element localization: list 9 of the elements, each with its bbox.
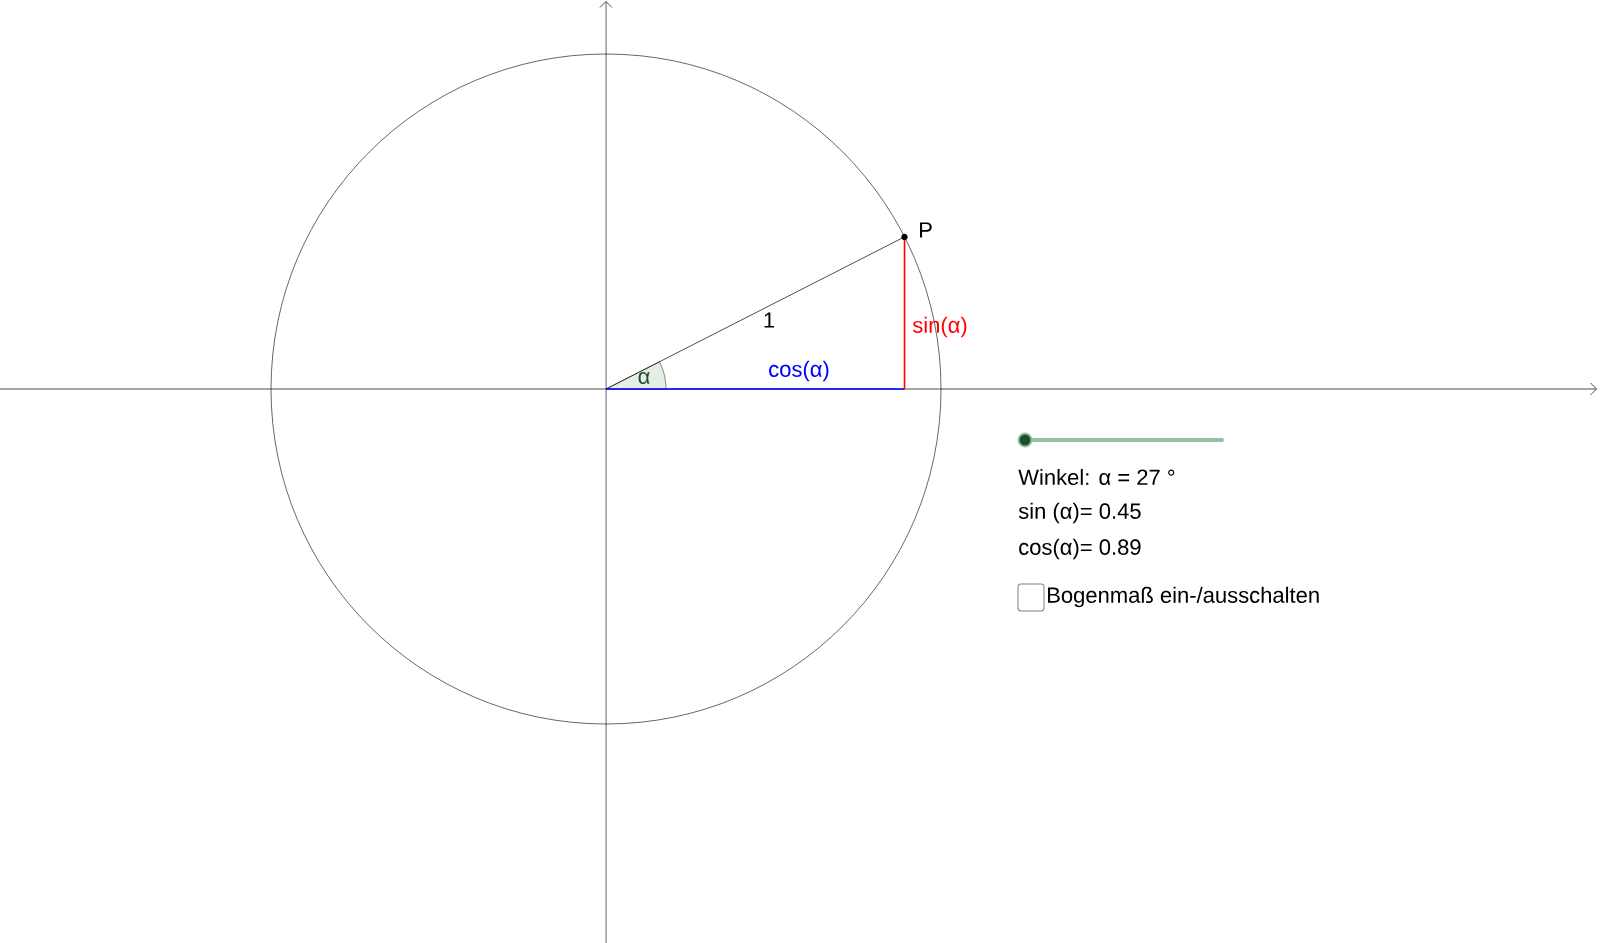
value-text: cos(α)= 0.89 <box>1019 538 1141 560</box>
point-label: P <box>920 222 932 238</box>
value-text: sin (α)= 0.45 <box>1018 502 1141 524</box>
value-text: Winkel: α = 27 ° <box>1018 468 1175 486</box>
segment-label: sin(α) <box>912 316 967 338</box>
segment-label: cos(α) <box>769 360 829 382</box>
angle-label: α <box>638 372 650 385</box>
checkbox-label: Bogenmaß ein-/ausschalten <box>1048 586 1319 608</box>
segment-label: 1 <box>764 312 775 328</box>
